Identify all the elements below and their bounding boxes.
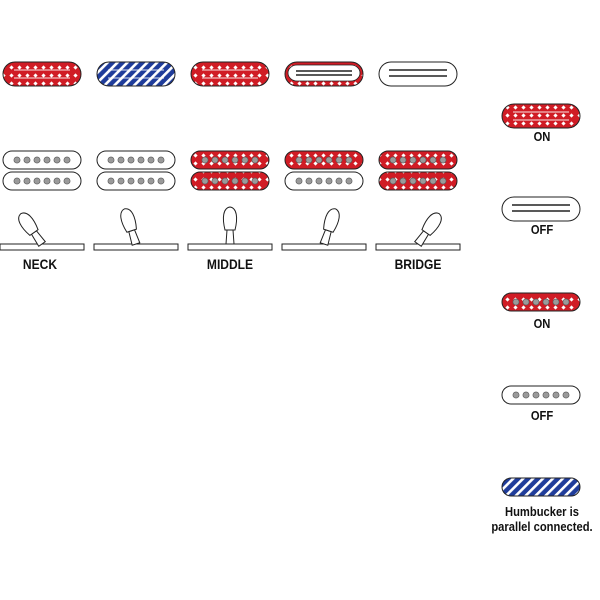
- position-label-neck: NECK: [22, 256, 58, 272]
- position-label-bridge: BRIDGE: [394, 256, 442, 272]
- position-1-switch-lever: [0, 212, 85, 251]
- legend-parallel-label: Humbucker is parallel connected.: [490, 504, 593, 534]
- position-1-coil-2: [2, 171, 82, 191]
- position-2-coil-1: [96, 150, 176, 170]
- position-2-switch-lever: [93, 208, 179, 251]
- legend-humbucker-on-label: ON: [533, 129, 551, 144]
- legend-single-on: [501, 292, 581, 312]
- position-1-humbucker: [2, 61, 82, 87]
- position-5-switch-lever: [375, 212, 461, 251]
- position-4-humbucker: [284, 61, 364, 87]
- legend-single-off: [501, 385, 581, 405]
- legend-humbucker-off: [501, 196, 581, 222]
- legend-single-off-label: OFF: [530, 408, 554, 423]
- legend-single-on-label: ON: [533, 316, 551, 331]
- legend-parallel-line2: parallel connected.: [491, 519, 593, 534]
- position-1-coil-1: [2, 150, 82, 170]
- legend-humbucker-off-label: OFF: [530, 222, 554, 237]
- position-4-switch-lever: [281, 208, 367, 251]
- position-5-humbucker: [378, 61, 458, 87]
- legend-parallel-swatch: [501, 477, 581, 497]
- position-3-coil-1: [190, 150, 270, 170]
- position-4-coil-2: [284, 171, 364, 191]
- position-2-humbucker: [96, 61, 176, 87]
- position-2-coil-2: [96, 171, 176, 191]
- legend-humbucker-on: [501, 103, 581, 129]
- position-3-humbucker: [190, 61, 270, 87]
- position-label-middle: MIDDLE: [206, 256, 254, 272]
- position-3-switch-lever: [187, 206, 273, 251]
- position-4-coil-1: [284, 150, 364, 170]
- position-3-coil-2: [190, 171, 270, 191]
- legend-parallel-line1: Humbucker is: [505, 504, 579, 519]
- position-5-coil-1: [378, 150, 458, 170]
- position-5-coil-2: [378, 171, 458, 191]
